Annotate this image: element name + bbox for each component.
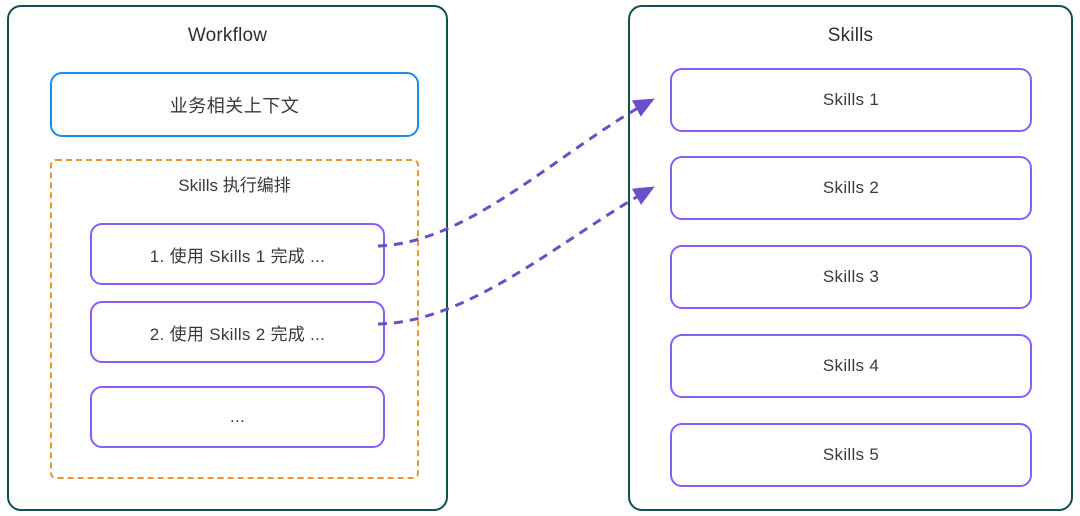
skill-item-1-label: Skills 1 [822,90,880,109]
business-context-label: 业务相关上下文 [169,95,300,116]
orchestration-step-more[interactable]: ... [90,386,385,448]
orchestration-step-2-label: 2. 使用 Skills 2 完成 ... [149,324,326,344]
orchestration-step-1[interactable]: 1. 使用 Skills 1 完成 ... [90,223,385,285]
skill-item-4-label: Skills 4 [822,356,880,375]
workflow-panel-title: Workflow [187,25,268,46]
skills-orchestration-title: Skills 执行编排 [178,176,291,195]
orchestration-step-2[interactable]: 2. 使用 Skills 2 完成 ... [90,301,385,363]
skill-item-2-label: Skills 2 [822,178,880,197]
skills-panel: Skills Skills 1 Skills 2 Skills 3 Skills… [628,5,1073,511]
orchestration-step-1-label: 1. 使用 Skills 1 完成 ... [149,246,326,266]
skill-item-5[interactable]: Skills 5 [670,423,1032,487]
business-context-box[interactable]: 业务相关上下文 [50,72,419,137]
workflow-panel: Workflow 业务相关上下文 Skills 执行编排 1. 使用 Skill… [7,5,448,511]
skills-orchestration-group: Skills 执行编排 1. 使用 Skills 1 完成 ... 2. 使用 … [50,159,419,479]
skills-panel-title: Skills [827,25,874,46]
skill-item-3-label: Skills 3 [822,267,880,286]
skill-item-2[interactable]: Skills 2 [670,156,1032,220]
skill-item-5-label: Skills 5 [822,445,880,464]
skill-item-1[interactable]: Skills 1 [670,68,1032,132]
skill-item-4[interactable]: Skills 4 [670,334,1032,398]
orchestration-step-more-label: ... [229,407,246,426]
skill-item-3[interactable]: Skills 3 [670,245,1032,309]
